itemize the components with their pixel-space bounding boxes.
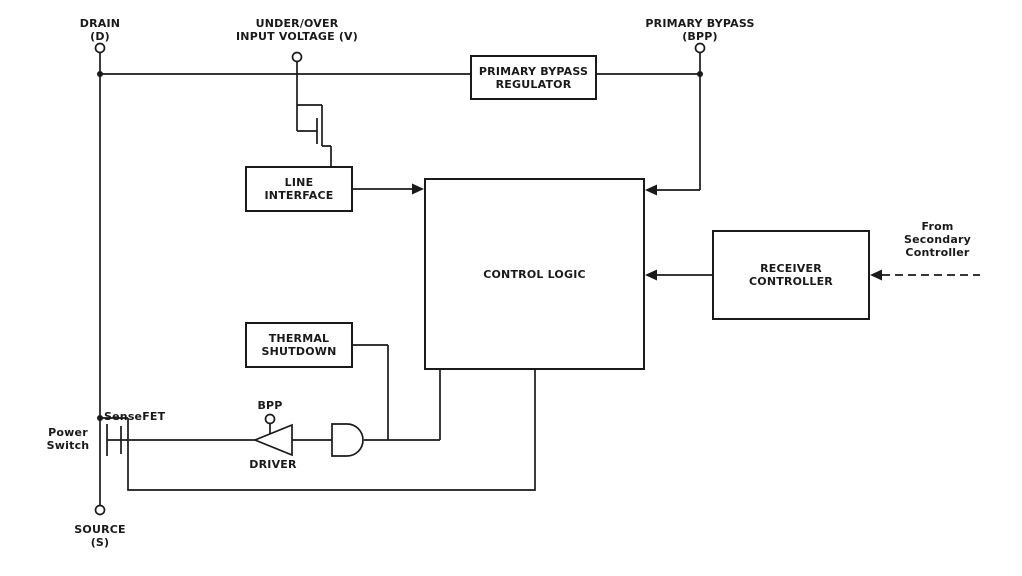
bpp-node-terminal — [264, 413, 276, 425]
source-terminal — [94, 504, 106, 516]
input-voltage-pin-label: UNDER/OVER INPUT VOLTAGE (V) — [236, 17, 358, 43]
gate-drive-wire — [364, 370, 441, 441]
bpp-wire — [657, 52, 701, 191]
driver-label: DRIVER — [249, 458, 297, 471]
arrow-into-receiver — [870, 269, 882, 281]
block-control-logic: CONTROL LOGIC — [424, 178, 645, 370]
junction-dot — [97, 415, 103, 421]
arrow-into-control-left — [412, 183, 424, 195]
primary-bypass-pin-label: PRIMARY BYPASS (BPP) — [645, 17, 755, 43]
source-pin-label: SOURCE (S) — [74, 523, 126, 549]
driver-buffer-symbol — [252, 423, 293, 457]
arrow-bpp-into-control — [645, 184, 657, 196]
bpp-node-label: BPP — [257, 399, 283, 412]
sensefet-label: SenseFET — [104, 410, 166, 423]
sense-fet-symbol — [100, 417, 129, 454]
v-terminal — [291, 51, 303, 63]
block-primary-bypass-regulator: PRIMARY BYPASS REGULATOR — [470, 55, 597, 100]
drain-pin-label: DRAIN (D) — [79, 17, 121, 43]
feedback-wire — [127, 370, 536, 491]
and-gate-symbol — [331, 423, 364, 457]
drain-terminal — [94, 42, 106, 54]
junction-dot — [97, 71, 103, 77]
arrow-receiver-into-control — [645, 269, 657, 281]
block-line-interface: LINE INTERFACE — [245, 166, 353, 212]
block-receiver-controller: RECEIVER CONTROLLER — [712, 230, 870, 320]
thermal-wire — [353, 344, 389, 440]
from-secondary-controller-label: From Secondary Controller — [904, 220, 971, 259]
hv-mosfet-symbol — [296, 104, 332, 166]
junction-dot — [697, 71, 703, 77]
block-thermal-shutdown: THERMAL SHUTDOWN — [245, 322, 353, 368]
bpp-terminal — [694, 42, 706, 54]
power-switch-label: Power Switch — [46, 426, 90, 452]
